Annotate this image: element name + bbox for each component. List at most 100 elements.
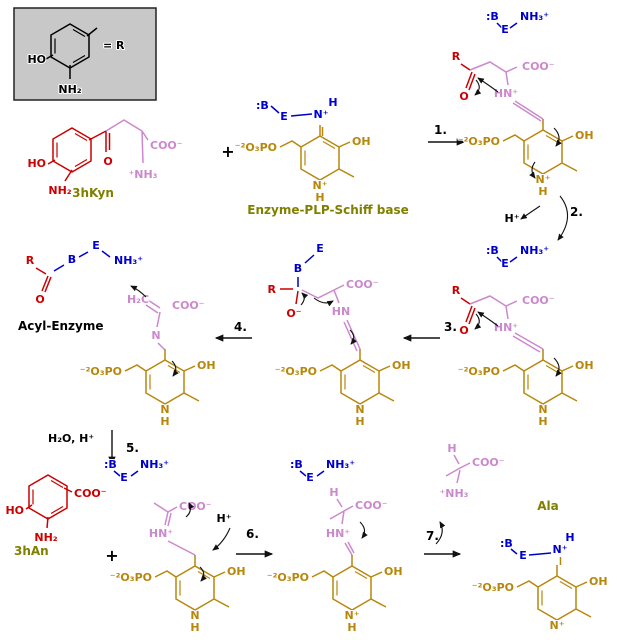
alkoxide-o-label: O⁻ [286, 307, 301, 320]
carbonyl-o-label: O [35, 293, 44, 306]
imine-hn-label: HN⁺ [149, 527, 173, 540]
sidechain-bonds [469, 295, 544, 353]
plp-ring [502, 118, 578, 175]
sidechain-bonds [469, 61, 544, 122]
enzyme-bonds [297, 254, 315, 287]
step3-number: 3. [444, 320, 457, 334]
phosphate-label: ⁻²O₃PO [458, 135, 500, 148]
enzyme-plp-schiff-base: ⁻²O₃PO OH N⁺ H :B E N⁺ H Enzyme-PLP-Schi… [234, 95, 410, 218]
alanine-aldimine-complex: :B E NH₃⁺ H COO⁻ HN⁺ ⁻²O₃PO OH N⁺ H [266, 457, 404, 635]
schiff-base-name: Enzyme-PLP-Schiff base [247, 203, 408, 217]
ring-n-label: N [160, 403, 169, 416]
ring-nh-label: H [190, 621, 199, 634]
legend-bonds [45, 27, 98, 79]
alpha-h-label: H [447, 442, 456, 455]
ring-nh-label: H [355, 415, 364, 428]
coo-label: COO⁻ [172, 299, 205, 312]
plp-ring [279, 124, 355, 181]
step6-number: 6. [246, 527, 259, 541]
coo-label: COO⁻ [346, 278, 379, 291]
enzyme-e-label: E [501, 257, 509, 270]
3han-benzene-ring [28, 474, 68, 520]
ho-label: HO [27, 157, 46, 170]
lysine-nh3-label: NH₃⁺ [520, 10, 549, 23]
base-b-label: :B [486, 10, 499, 23]
base-b-label: B [294, 262, 302, 275]
enzyme-e-label: E [501, 23, 509, 36]
ring-nh-label: H [160, 415, 169, 428]
enzyme-bonds [53, 250, 111, 272]
lysine-nh3-label: NH₃⁺ [326, 458, 355, 471]
carbonyl-o-label: O [459, 90, 468, 103]
ring-n-label: N⁺ [535, 173, 550, 186]
coo-label: COO⁻ [179, 500, 212, 513]
enzyme-bonds [113, 470, 139, 477]
plp-ring [311, 554, 387, 611]
enzyme-e-label: E [92, 239, 100, 252]
imine-n-label: N⁺ [313, 108, 328, 121]
r-label: R [26, 254, 35, 267]
imine-n-label: N⁺ [552, 543, 567, 556]
coo-label: COO⁻ [472, 456, 505, 469]
water-hplus-reagent: H₂O, H⁺ [48, 432, 94, 445]
coo-label: COO⁻ [522, 294, 555, 307]
oh-label: OH [575, 129, 594, 142]
ring-n-label: N⁺ [344, 609, 359, 622]
3hkyn-benzene-ring [52, 127, 92, 173]
legend: HO NH₂ = R [13, 7, 157, 101]
plp-ring [124, 348, 200, 405]
step7-release-arrow [435, 521, 446, 545]
legend-frame [13, 7, 157, 101]
imine-h-label: H [565, 531, 574, 544]
alpha-h-label: H [329, 486, 338, 499]
coo-label: COO⁻ [74, 487, 107, 500]
coo-label: COO⁻ [355, 499, 388, 512]
phosphate-label: ⁻²O₃PO [80, 365, 122, 378]
imine-hn-label: HN⁺ [494, 321, 518, 334]
ring-nh-label: H [347, 621, 356, 634]
coo-label: COO⁻ [150, 139, 183, 152]
plp-ring [154, 554, 230, 611]
enzyme-e-label: E [120, 471, 128, 484]
oh-label: OH [197, 359, 216, 372]
step2-arrow [557, 195, 569, 241]
plus-sign-bottom: + [105, 546, 118, 565]
plp-ring [516, 564, 592, 621]
hplus-reagent: H⁺ [216, 512, 231, 525]
ring-n-label: N⁺ [312, 179, 327, 192]
ketimine-complex: :B E NH₃⁺ R O COO⁻ HN⁺ ⁻²O₃PO OH N H [451, 243, 595, 429]
carbonyl-o-label: O [103, 155, 112, 168]
base-b-label: :B [486, 244, 499, 257]
enzyme-bonds [496, 256, 518, 263]
3han-bonds [25, 487, 73, 529]
alanine-quinonoid-complex: :B E NH₃⁺ COO⁻ HN⁺ ⁻²O₃PO OH N H [103, 457, 247, 635]
lysine-nh3-label: NH₃⁺ [114, 254, 143, 267]
phosphate-label: ⁻²O₃PO [267, 571, 309, 584]
nh3-label: ⁺NH₃ [439, 487, 468, 500]
regenerated-schiff-base: :B E N⁺ H ⁻²O₃PO OH N⁺ [471, 530, 609, 633]
ring-nh-label: H [315, 191, 324, 204]
base-b-label: :B [290, 458, 303, 471]
molecule-3han: HO COO⁻ NH₂ 3hAn [4, 474, 108, 559]
enzyme-e-label: E [280, 110, 288, 123]
oh-label: OH [227, 565, 246, 578]
nh3-label: ⁺NH₃ [128, 168, 157, 181]
plus-sign-top: + [221, 142, 234, 161]
molecule-3hkyn: HO NH₂ O COO⁻ ⁺NH₃ 3hKyn [26, 119, 184, 201]
quinonoid-bonds [145, 299, 166, 351]
imine-hn-label: HN⁺ [326, 527, 350, 540]
imine-hn-label: HN [332, 305, 350, 318]
phosphate-label: ⁻²O₃PO [458, 365, 500, 378]
phosphate-label: ⁻²O₃PO [472, 581, 514, 594]
enzyme-bonds [299, 470, 325, 477]
ring-n-label: N [355, 403, 364, 416]
oh-label: OH [589, 575, 608, 588]
ala-bonds [445, 454, 471, 484]
step2-hplus-arrow [520, 205, 541, 220]
base-b-label: B [68, 253, 76, 266]
acyl-bonds [35, 267, 52, 293]
quinonoid-bonds [153, 502, 196, 556]
oh-label: OH [384, 565, 403, 578]
ring-nh-label: H [538, 415, 547, 428]
3hkyn-name: 3hKyn [72, 186, 114, 200]
